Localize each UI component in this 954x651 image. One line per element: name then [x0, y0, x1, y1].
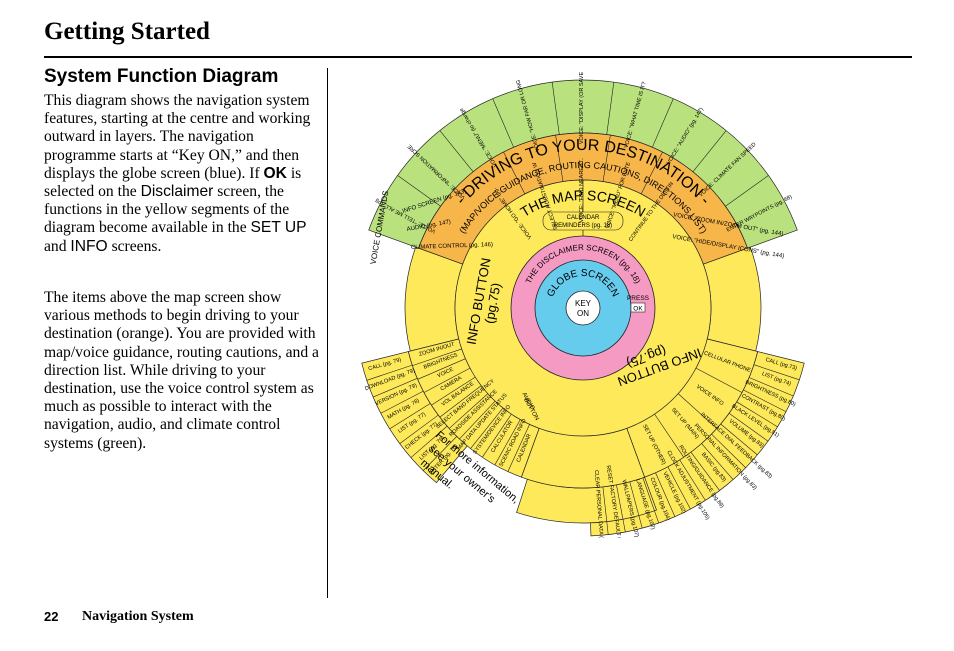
right-outer-divider — [602, 486, 609, 535]
page-title: Getting Started — [44, 18, 210, 45]
left-inner-divider — [417, 358, 466, 380]
left-inner-divider — [449, 393, 489, 429]
left-outer-divider — [410, 425, 448, 458]
intro-text-c: screen, the functions in the yellow segm… — [44, 183, 290, 237]
press-label: PRESS — [627, 295, 650, 302]
left-inner-divider — [459, 400, 496, 440]
green-divider — [606, 82, 615, 135]
key-on-label-line1: KEY — [575, 299, 592, 308]
driving-paragraph: The items above the map screen show vari… — [44, 289, 319, 452]
left-inner-divider — [412, 348, 462, 366]
green-divider — [439, 130, 474, 172]
orange-divider — [602, 135, 611, 182]
info-keyword: INFO — [70, 237, 108, 255]
calendar-reminders-line2: REMINDERS (pg. 18) — [554, 223, 612, 229]
green-divider — [397, 175, 441, 207]
left-inner-divider — [507, 424, 530, 472]
orange-divider — [503, 151, 526, 195]
ok-label: OK — [633, 306, 643, 313]
intro-text-e: screens. — [107, 237, 162, 255]
left-outer-divider — [366, 364, 413, 381]
green-item-label: VOICE: "DISPLAY (OR SAVE — [579, 72, 585, 145]
left-outer-divider — [399, 414, 439, 444]
intro-text-b: is selected on the — [44, 164, 302, 201]
left-outer-divider — [389, 403, 431, 430]
upper-left-info-ring — [404, 246, 464, 352]
column-divider — [327, 68, 328, 598]
header-rule — [44, 56, 912, 58]
upper-right-voice-ring — [702, 246, 762, 352]
orange-item-label: VOICE: "FIND NEAREST.. — [579, 157, 585, 222]
green-divider — [725, 175, 769, 207]
footer-title: Navigation System — [82, 609, 194, 624]
right-outer-divider — [655, 472, 676, 517]
right-outer-divider — [701, 443, 734, 480]
orange-divider — [555, 135, 564, 182]
ok-keyword: OK — [263, 164, 287, 182]
left-outer-divider — [422, 436, 458, 471]
right-outer-divider — [748, 377, 794, 397]
orange-divider — [640, 151, 663, 195]
info-button-left-line2: (pg.75) — [482, 282, 504, 325]
right-outer-divider — [629, 481, 643, 529]
left-inner-divider — [482, 413, 512, 458]
green-divider — [652, 98, 674, 148]
right-outer-divider — [743, 389, 787, 412]
section-heading: System Function Diagram — [44, 66, 279, 87]
calendar-reminders-box — [542, 211, 624, 231]
left-inner-divider — [431, 376, 476, 406]
setup-keyword: SET UP — [250, 219, 307, 237]
green-divider — [692, 130, 727, 172]
diagram-rings — [361, 79, 805, 537]
right-outer-divider — [616, 484, 626, 533]
disclaimer-keyword: Disclaimer — [140, 183, 214, 201]
right-outer-divider — [690, 451, 720, 491]
left-inner-divider — [494, 419, 521, 466]
right-outer-divider — [642, 477, 660, 524]
diagram-segment-lines — [366, 82, 800, 535]
right-outer-divider — [753, 364, 800, 381]
green-divider — [492, 98, 514, 148]
intro-text-a: This diagram shows the navigation system… — [44, 92, 311, 182]
ok-box — [630, 302, 646, 313]
key-on-center — [565, 290, 601, 326]
left-inner-divider — [470, 407, 504, 449]
right-outer-divider — [667, 466, 691, 510]
right-outer-divider — [711, 433, 746, 468]
left-inner-divider — [439, 385, 482, 418]
left-outer-divider — [373, 378, 418, 398]
left-outer-divider — [380, 390, 424, 414]
right-outer-divider — [736, 401, 778, 428]
upper-left-item-label: CLIMATE CONTROL (pg. 146) — [411, 242, 493, 251]
intro-paragraph: This diagram shows the navigation system… — [44, 92, 322, 256]
left-inner-divider — [423, 367, 471, 393]
calendar-reminders-line1: CALENDAR — [567, 215, 600, 221]
right-outer-divider — [679, 459, 706, 501]
right-inner-divider — [654, 413, 684, 458]
page-number: 22 — [44, 609, 59, 624]
key-on-label-line2: ON — [577, 309, 589, 318]
right-outer-divider — [720, 423, 758, 456]
right-outer-divider — [728, 412, 769, 442]
intro-text-d: and — [44, 237, 71, 255]
right-inner-divider — [677, 393, 717, 429]
right-inner-divider — [695, 367, 743, 393]
green-divider — [551, 82, 560, 135]
